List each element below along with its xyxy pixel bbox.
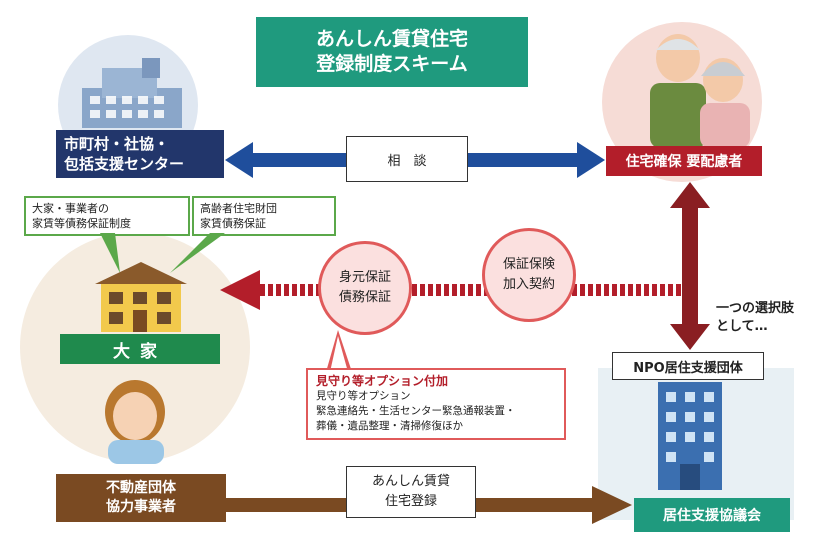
npo-building-icon (658, 382, 722, 490)
consultation-label: 相 談 (346, 136, 468, 182)
real-estate-label: 不動産団体 協力事業者 (56, 474, 226, 522)
staff-person-icon (105, 380, 165, 464)
option-choice-note: 一つの選択肢 として… (716, 301, 795, 334)
option-callout-pointer (326, 330, 352, 372)
diagram-title: あんしん賃貸住宅 登録制度スキーム (256, 17, 528, 87)
callout-pointers (100, 233, 225, 273)
landlord-label: 大家 (60, 334, 220, 364)
identity-guarantee-circle: 身元保証 債務保証 (318, 241, 412, 335)
city-hall-icon (82, 58, 182, 128)
landlord-guarantee-callout: 大家・事業者の 家賃等債務保証制度 (24, 196, 190, 236)
municipality-label: 市町村・社協・ 包括支援センター (56, 130, 224, 178)
watch-option-box: 見守り等オプション付加 見守り等オプション 緊急連絡先・生活センター緊急通報装置… (306, 368, 566, 440)
house-icon (95, 262, 187, 332)
insurance-contract-circle: 保証保険 加入契約 (482, 228, 576, 322)
guarantee-flow-arrow (220, 270, 690, 310)
elderly-couple-icon (650, 34, 750, 148)
foundation-guarantee-callout: 高齢者住宅財団 家賃債務保証 (192, 196, 336, 236)
needy-label: 住宅確保 要配慮者 (606, 146, 762, 176)
vertical-double-arrow (670, 182, 710, 350)
council-label: 居住支援協議会 (634, 498, 790, 532)
registration-label: あんしん賃貸 住宅登録 (346, 466, 476, 518)
npo-label: NPO居住支援団体 (612, 352, 764, 380)
